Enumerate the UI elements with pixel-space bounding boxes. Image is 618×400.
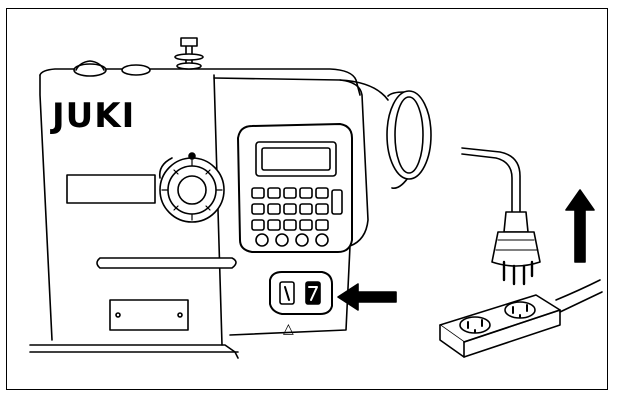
- power-cord: [462, 148, 520, 212]
- brand-logo: JUKI: [50, 96, 135, 136]
- power-strip-icon: [440, 280, 602, 357]
- top-knobs: [74, 38, 203, 76]
- control-panel: [238, 124, 352, 252]
- power-switch-icon: [270, 272, 332, 314]
- nameplate: [67, 175, 155, 203]
- power-plug-icon: [492, 212, 540, 284]
- bottom-plate: [110, 300, 188, 330]
- lever-bar: [97, 258, 236, 268]
- up-arrow-icon: [566, 190, 594, 262]
- caution-symbol: △: [283, 321, 294, 337]
- stitch-dial: [160, 153, 224, 222]
